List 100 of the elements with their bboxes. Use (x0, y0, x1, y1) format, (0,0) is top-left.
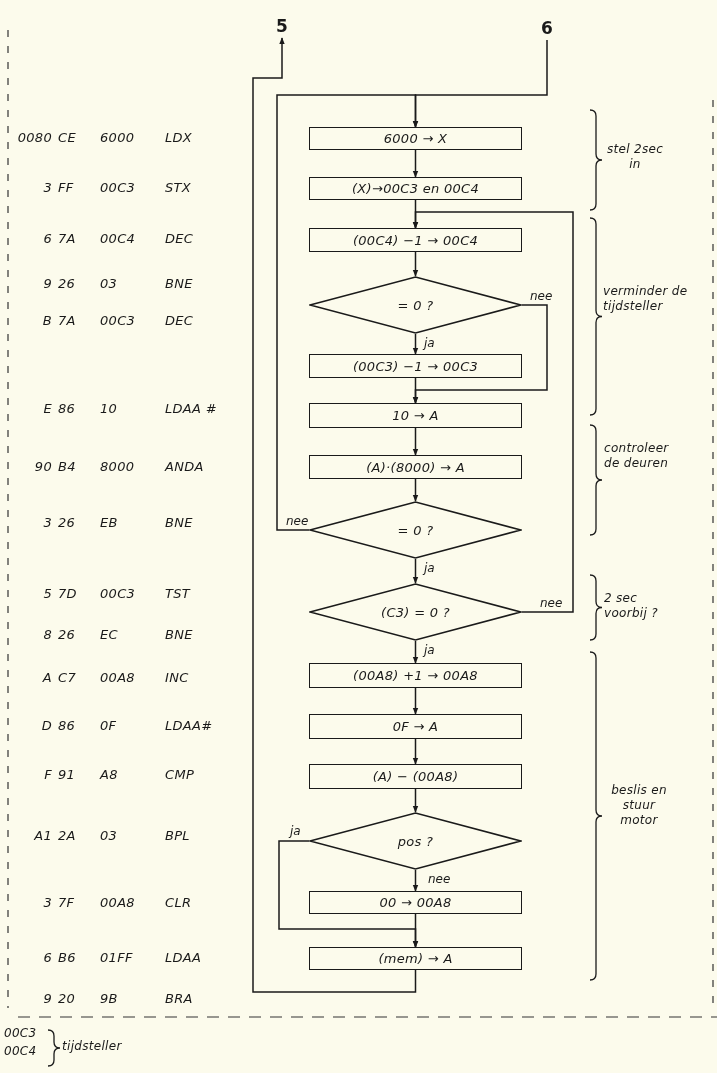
decision-diamond (309, 583, 522, 641)
flow-arrow (412, 913, 419, 948)
operand-cell: 00C4 (100, 230, 136, 248)
address-cell: E (43, 400, 52, 418)
process-text: 00 → 00A8 (379, 895, 452, 910)
process-text: (00A8) +1 → 00A8 (353, 668, 478, 683)
flow-arrow (252, 37, 417, 993)
opcode-cell: 7A (58, 230, 76, 248)
address-cell: 0080 (17, 129, 52, 147)
process-box (309, 354, 522, 378)
opcode-cell: 86 (58, 400, 76, 418)
process-box (309, 764, 522, 789)
address-cell: F (44, 766, 52, 784)
operand-cell: 01FF (100, 949, 133, 967)
process-text: (00C4) −1 → 00C4 (352, 232, 479, 248)
process-text: (00C3) −1 → 00C3 (352, 358, 479, 374)
section-label: controleer de deuren (604, 441, 670, 471)
operand-cell: 03 (100, 275, 118, 293)
edge-label: ja (424, 643, 435, 657)
process-box (309, 663, 522, 688)
operand-cell: 0F (100, 717, 117, 735)
note-label: tijdsteller (62, 1038, 123, 1054)
mnemonic-cell: STX (165, 179, 191, 197)
mnemonic-cell: BNE (165, 514, 193, 532)
section-label: 2 sec voorbij ? (604, 591, 659, 621)
operand-cell: 00C3 (100, 312, 136, 330)
address-cell: 3 (43, 179, 52, 197)
opcode-cell: 7F (58, 894, 75, 912)
flow-arrow (412, 478, 419, 502)
section-label: stel 2sec in (605, 142, 665, 172)
flow-arrow (412, 333, 419, 355)
mnemonic-cell: INC (165, 669, 189, 687)
flow-arrow (412, 869, 419, 892)
address-cell: D (41, 717, 52, 735)
address-cell: 9 (43, 275, 52, 293)
operand-cell: 00C3 (100, 585, 136, 603)
flow-arrow (412, 211, 574, 613)
address-cell: 6 (43, 949, 52, 967)
flow-arrow (276, 94, 419, 531)
process-text: 0F → A (392, 719, 439, 734)
process-text: (A)·(8000) → A (366, 459, 465, 475)
opcode-cell: B4 (58, 458, 76, 476)
flow-arrow (412, 149, 419, 178)
address-cell: 90 (34, 458, 52, 476)
opcode-cell: 91 (58, 766, 76, 784)
connector-number: 6 (537, 16, 557, 40)
address-cell: 8 (43, 626, 52, 644)
flow-arrow (412, 377, 419, 404)
edge-label: nee (286, 514, 309, 528)
address-cell: A (42, 669, 52, 687)
mnemonic-cell: LDAA (165, 949, 202, 967)
mnemonic-cell: BNE (165, 275, 193, 293)
address-cell: 5 (43, 585, 52, 603)
section-label: verminder de tijdsteller (603, 284, 689, 314)
opcode-cell: 26 (58, 514, 76, 532)
opcode-cell: 20 (58, 990, 76, 1008)
opcode-cell: 86 (58, 717, 76, 735)
flow-arrow (412, 427, 419, 456)
process-box (309, 177, 522, 200)
edge-label: nee (530, 289, 553, 303)
edge-label: ja (290, 824, 301, 838)
flow-arrow (412, 788, 419, 813)
edge-label: nee (428, 872, 451, 886)
flow-arrow (412, 251, 419, 277)
mnemonic-cell: LDAA # (165, 400, 217, 418)
flow-arrow (412, 687, 419, 715)
opcode-cell: 7A (58, 312, 76, 330)
opcode-cell: CE (58, 129, 76, 147)
process-text: 10 → A (392, 408, 439, 423)
edge-label: ja (424, 561, 435, 575)
mnemonic-cell: TST (165, 585, 191, 603)
mnemonic-cell: BNE (165, 626, 193, 644)
address-cell: 9 (43, 990, 52, 1008)
process-text: (mem) → A (378, 951, 453, 966)
process-box (309, 947, 522, 970)
mnemonic-cell: CMP (165, 766, 195, 784)
operand-cell: 6000 (100, 129, 135, 147)
opcode-cell: FF (58, 179, 74, 197)
address-cell: A1 (34, 827, 52, 845)
opcode-cell: 26 (58, 626, 76, 644)
process-box (309, 228, 522, 252)
process-text: 6000 → X (383, 131, 448, 146)
mnemonic-cell: DEC (165, 230, 194, 248)
mnemonic-cell: LDAA# (165, 717, 213, 735)
opcode-cell: 7D (58, 585, 77, 603)
address-cell: 3 (43, 514, 52, 532)
edge-label: ja (424, 336, 435, 350)
mnemonic-cell: ANDA (165, 458, 204, 476)
mnemonic-cell: BPL (165, 827, 190, 845)
operand-cell: 8000 (100, 458, 135, 476)
decision-text: (C3) = 0 ? (381, 604, 450, 620)
address-label: 00C3 (4, 1025, 38, 1041)
process-box (309, 891, 522, 914)
operand-cell: 00A8 (100, 669, 135, 687)
opcode-cell: 2A (58, 827, 76, 845)
flow-arrow (412, 640, 419, 664)
decision-diamond (309, 501, 522, 559)
connector-number: 5 (272, 14, 292, 38)
operand-cell: 9B (100, 990, 118, 1008)
address-cell: B (42, 312, 52, 330)
